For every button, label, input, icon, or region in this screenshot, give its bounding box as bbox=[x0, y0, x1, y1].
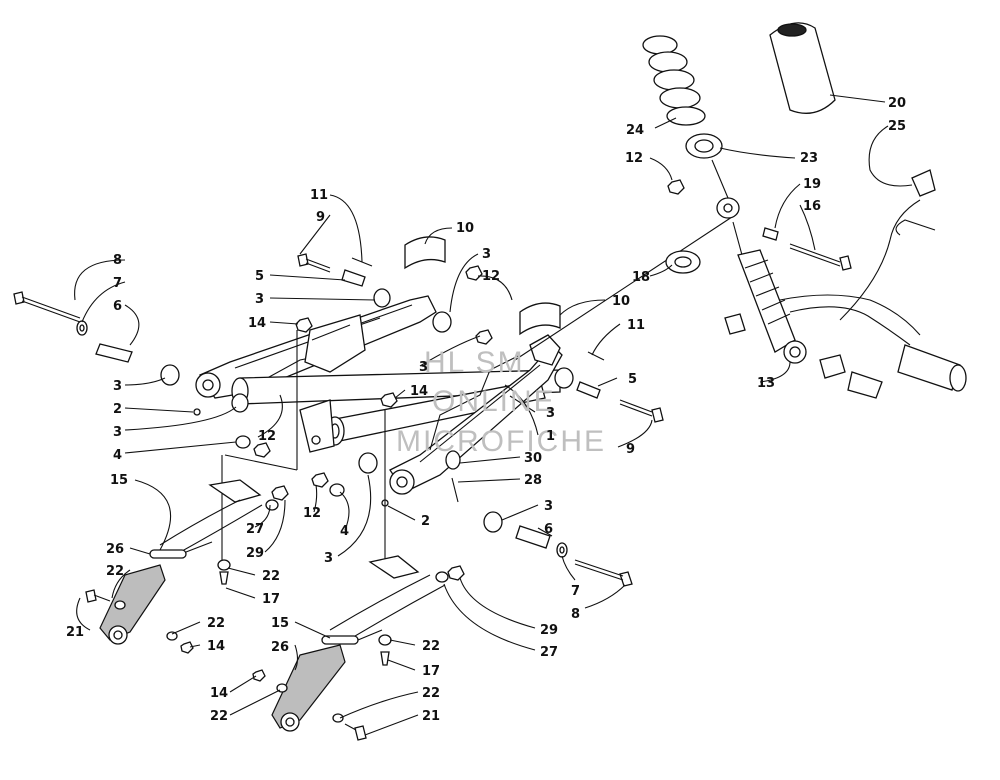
watermark-line-3: MICROFICHE bbox=[396, 425, 606, 458]
callout-label: 3 bbox=[482, 247, 491, 262]
callout-label: 15 bbox=[110, 473, 128, 488]
pin-and-clip bbox=[445, 450, 461, 503]
sleeves bbox=[95, 343, 551, 549]
nuts bbox=[253, 179, 685, 488]
callout-label: 13 bbox=[757, 376, 775, 391]
callout-label: 11 bbox=[310, 188, 328, 203]
callout-labels: 8 7 6 3 2 3 4 12 15 26 22 21 22 14 27 29… bbox=[66, 96, 906, 724]
callout-label: 27 bbox=[540, 645, 558, 660]
callout-label: 24 bbox=[626, 123, 644, 138]
callout-label: 3 bbox=[546, 406, 555, 421]
left-scraper-assembly bbox=[85, 479, 289, 654]
callout-label: 18 bbox=[632, 270, 650, 285]
callout-label: 9 bbox=[626, 442, 635, 457]
callout-label: 7 bbox=[571, 584, 580, 599]
callout-label: 12 bbox=[482, 269, 500, 284]
callout-label: 8 bbox=[571, 607, 580, 622]
bushings bbox=[160, 288, 574, 533]
callout-label: 22 bbox=[262, 569, 280, 584]
callout-label: 28 bbox=[524, 473, 542, 488]
callout-label: 14 bbox=[248, 316, 266, 331]
watermark: HL SM ONLINE MICROFICHE bbox=[396, 346, 606, 458]
callout-label: 30 bbox=[524, 451, 542, 466]
callout-label: 20 bbox=[888, 96, 906, 111]
left-bracket bbox=[304, 314, 366, 373]
callout-label: 27 bbox=[246, 522, 264, 537]
callout-label: 22 bbox=[106, 564, 124, 579]
callout-label: 4 bbox=[113, 448, 122, 463]
callout-label: 16 bbox=[803, 199, 821, 214]
callout-label: 12 bbox=[625, 151, 643, 166]
callout-label: 14 bbox=[410, 384, 428, 399]
callout-label: 19 bbox=[803, 177, 821, 192]
callout-label: 21 bbox=[66, 625, 84, 640]
callout-label: 6 bbox=[113, 299, 122, 314]
callout-label: 6 bbox=[544, 522, 553, 537]
watermark-line-2: ONLINE bbox=[432, 385, 556, 418]
bump-stops bbox=[404, 236, 561, 336]
callout-label: 1 bbox=[546, 429, 555, 444]
callout-label: 4 bbox=[340, 524, 349, 539]
callout-label: 2 bbox=[113, 402, 122, 417]
callout-label: 5 bbox=[255, 269, 264, 284]
callout-label: 3 bbox=[255, 292, 264, 307]
callout-label: 12 bbox=[258, 429, 276, 444]
callout-label: 3 bbox=[544, 499, 553, 514]
callout-label: 25 bbox=[888, 119, 906, 134]
callout-label: 21 bbox=[422, 709, 440, 724]
callout-label: 10 bbox=[612, 294, 630, 309]
callout-label: 3 bbox=[419, 360, 428, 375]
callout-label: 26 bbox=[106, 542, 124, 557]
coil-spring bbox=[642, 35, 706, 126]
right-front-arm bbox=[389, 334, 563, 495]
long-bolts bbox=[13, 291, 633, 587]
callout-label: 9 bbox=[316, 210, 325, 225]
callout-label: 3 bbox=[113, 425, 122, 440]
callout-label: 7 bbox=[113, 276, 122, 291]
callout-label: 26 bbox=[271, 640, 289, 655]
right-scraper-assembly bbox=[252, 555, 465, 741]
callout-label: 14 bbox=[210, 686, 228, 701]
callout-label: 22 bbox=[422, 639, 440, 654]
callout-label: 3 bbox=[324, 551, 333, 566]
upper-bolts bbox=[297, 253, 664, 423]
guide-lines bbox=[221, 214, 736, 560]
callout-label: 3 bbox=[113, 379, 122, 394]
callout-label: 17 bbox=[422, 664, 440, 679]
callout-label: 29 bbox=[246, 546, 264, 561]
watermark-line-1: HL SM bbox=[424, 346, 525, 379]
callout-label: 17 bbox=[262, 592, 280, 607]
callout-label: 12 bbox=[303, 506, 321, 521]
callout-label: 2 bbox=[421, 514, 430, 529]
callout-label: 8 bbox=[113, 253, 122, 268]
callout-label: 15 bbox=[271, 616, 289, 631]
front-arm-plate bbox=[299, 399, 335, 453]
callout-label: 22 bbox=[422, 686, 440, 701]
callout-label: 10 bbox=[456, 221, 474, 236]
shock-assembly bbox=[642, 22, 967, 399]
callout-label: 11 bbox=[627, 318, 645, 333]
leader-lines bbox=[74, 94, 913, 736]
callout-label: 23 bbox=[800, 151, 818, 166]
callout-label: 5 bbox=[628, 372, 637, 387]
callout-label: 14 bbox=[207, 639, 225, 654]
callout-label: 29 bbox=[540, 623, 558, 638]
callout-label: 22 bbox=[207, 616, 225, 631]
callout-label: 22 bbox=[210, 709, 228, 724]
